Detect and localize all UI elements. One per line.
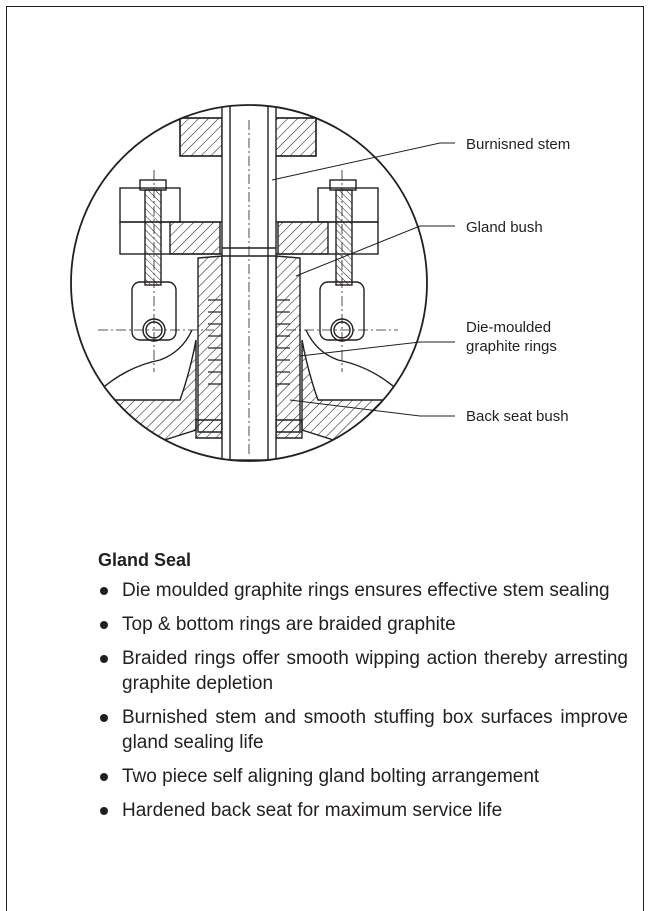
bullet-dot-icon	[100, 587, 108, 595]
feature-item: Burnished stem and smooth stuffing box s…	[98, 705, 628, 755]
callout-graphite-rings: Die-moulded graphite rings	[466, 318, 557, 356]
feature-item: Hardened back seat for maximum service l…	[98, 798, 628, 823]
feature-list: Die moulded graphite rings ensures effec…	[98, 578, 628, 823]
bullet-dot-icon	[100, 773, 108, 781]
bullet-dot-icon	[100, 655, 108, 663]
bullet-dot-icon	[100, 621, 108, 629]
bullet-dot-icon	[100, 807, 108, 815]
feature-item: Top & bottom rings are braided graphite	[98, 612, 628, 637]
feature-item: Two piece self aligning gland bolting ar…	[98, 764, 628, 789]
page-frame	[6, 6, 644, 911]
callout-graphite-rings-line-1: Die-moulded	[466, 319, 552, 336]
feature-text: Die moulded graphite rings ensures effec…	[122, 580, 610, 601]
callout-burnished-stem: Burnisned stem	[466, 136, 571, 153]
feature-item: Die moulded graphite rings ensures effec…	[98, 578, 628, 603]
section-title: Gland Seal	[98, 550, 192, 570]
bullet-dot-icon	[100, 714, 108, 722]
feature-text: Braided rings offer smooth wipping actio…	[122, 648, 628, 694]
gland-seal-section: Gland Seal Die moulded graphite rings en…	[98, 550, 628, 832]
feature-text: Two piece self aligning gland bolting ar…	[122, 766, 540, 787]
feature-text: Hardened back seat for maximum service l…	[122, 800, 503, 821]
feature-item: Braided rings offer smooth wipping actio…	[98, 646, 628, 696]
feature-text: Burnished stem and smooth stuffing box s…	[122, 707, 628, 753]
callout-back-seat-bush: Back seat bush	[466, 408, 569, 425]
feature-text: Top & bottom rings are braided graphite	[122, 614, 456, 635]
callout-graphite-rings-line-2: graphite rings	[466, 338, 557, 355]
callout-gland-bush: Gland bush	[466, 219, 543, 236]
